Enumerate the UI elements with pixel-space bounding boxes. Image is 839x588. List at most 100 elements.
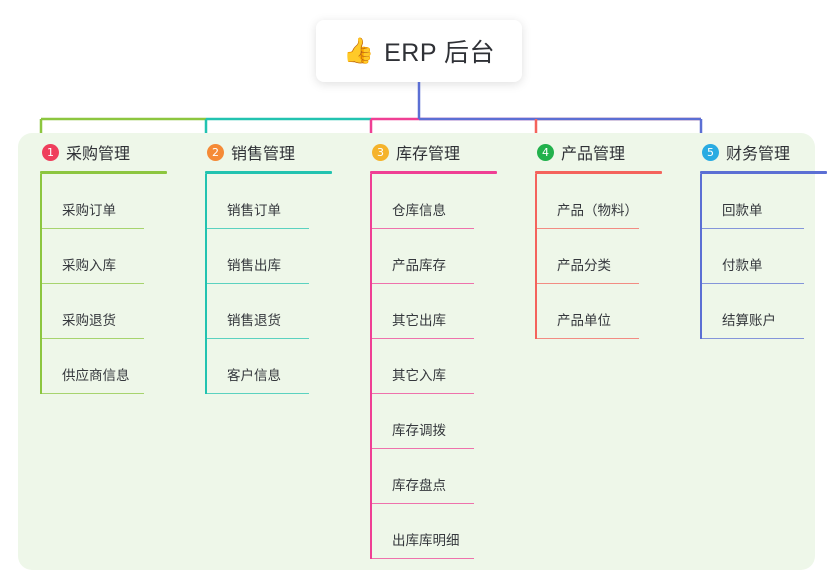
branch-item-label: 产品分类 (557, 258, 611, 273)
branch-item-label: 其它入库 (392, 368, 446, 383)
branch-item-label: 供应商信息 (62, 368, 130, 383)
branch-underline (370, 171, 497, 174)
branch-items: 销售订单销售出库销售退货客户信息 (205, 174, 366, 394)
branch-item[interactable]: 采购退货 (40, 284, 201, 339)
branch-title: 财务管理 (726, 146, 791, 163)
branch-item-label: 出库库明细 (392, 533, 460, 548)
branch-item-underline (370, 502, 474, 504)
branch-underline (535, 171, 662, 174)
root-node-title: ERP 后台 (384, 39, 496, 67)
branch-item-underline (700, 282, 804, 284)
branch-item-underline (535, 337, 639, 339)
branch-number-badge: 1 (42, 143, 59, 161)
thumbs-up-icon: 👍 (342, 36, 375, 65)
branch-item-label: 其它出库 (392, 313, 446, 328)
branch-item[interactable]: 销售出库 (205, 229, 366, 284)
branch-item[interactable]: 客户信息 (205, 339, 366, 394)
branches-panel (18, 133, 815, 570)
branch-item[interactable]: 产品库存 (370, 229, 531, 284)
branch-header-4[interactable]: 4 产品管理 (531, 133, 696, 171)
branch-item-label: 销售出库 (227, 258, 281, 273)
branch-item-underline (205, 392, 309, 394)
branch-item-label: 付款单 (722, 258, 763, 273)
branch-item-underline (535, 227, 639, 229)
branch-item-label: 客户信息 (227, 368, 281, 383)
branch-item[interactable]: 回款单 (700, 174, 839, 229)
branch-item-label: 销售订单 (227, 203, 281, 218)
branch-item-underline (370, 337, 474, 339)
branch-item[interactable]: 销售退货 (205, 284, 366, 339)
branch-number-badge: 2 (207, 143, 224, 161)
branch-items: 仓库信息产品库存其它出库其它入库库存调拨库存盘点出库库明细 (370, 174, 531, 559)
branch-item-underline (370, 282, 474, 284)
branch-item-label: 仓库信息 (392, 203, 446, 218)
branch-item-underline (40, 392, 144, 394)
branch-item-underline (700, 227, 804, 229)
branch-item[interactable]: 付款单 (700, 229, 839, 284)
branch-item[interactable]: 结算账户 (700, 284, 839, 339)
branch-item-label: 采购退货 (62, 313, 116, 328)
branch-column-1: 1 采购管理采购订单采购入库采购退货供应商信息 (36, 133, 201, 394)
branch-item-underline (700, 337, 804, 339)
branch-underline (40, 171, 167, 174)
branch-item[interactable]: 供应商信息 (40, 339, 201, 394)
branch-stem (205, 174, 207, 394)
branch-item[interactable]: 产品（物料） (535, 174, 696, 229)
branch-item-underline (370, 447, 474, 449)
branch-column-4: 4 产品管理产品（物料） 产品分类产品单位 (531, 133, 696, 339)
branch-item-label: 产品库存 (392, 258, 446, 273)
branch-item[interactable]: 销售订单 (205, 174, 366, 229)
branch-item-underline (535, 282, 639, 284)
branch-item[interactable]: 其它入库 (370, 339, 531, 394)
branch-item[interactable]: 库存盘点 (370, 449, 531, 504)
branch-item-underline (205, 282, 309, 284)
branch-item-underline (40, 282, 144, 284)
branch-item-underline (40, 337, 144, 339)
branch-number-badge: 5 (702, 143, 719, 161)
branch-item-underline (370, 227, 474, 229)
branch-columns: 1 采购管理采购订单采购入库采购退货供应商信息 2 销售管理销售订单销售出库销售退货客… (18, 133, 827, 570)
branch-item[interactable]: 库存调拨 (370, 394, 531, 449)
branch-item-underline (40, 227, 144, 229)
branch-item-underline (205, 227, 309, 229)
branch-item[interactable]: 产品分类 (535, 229, 696, 284)
branch-number-badge: 3 (372, 143, 389, 161)
branch-stem (700, 174, 702, 339)
branch-item-label: 结算账户 (722, 313, 776, 328)
branch-item-label: 产品单位 (557, 313, 611, 328)
branch-column-3: 3 库存管理仓库信息产品库存其它出库其它入库库存调拨库存盘点出库库明细 (366, 133, 531, 559)
branch-item[interactable]: 产品单位 (535, 284, 696, 339)
branch-number-badge: 4 (537, 143, 554, 161)
branch-item-label: 产品（物料） (557, 203, 638, 218)
branch-item[interactable]: 采购入库 (40, 229, 201, 284)
branch-item[interactable]: 其它出库 (370, 284, 531, 339)
branch-column-2: 2 销售管理销售订单销售出库销售退货客户信息 (201, 133, 366, 394)
branch-items: 产品（物料） 产品分类产品单位 (535, 174, 696, 339)
branch-title: 采购管理 (66, 146, 131, 163)
branch-items: 回款单付款单结算账户 (700, 174, 839, 339)
branch-title: 销售管理 (231, 146, 296, 163)
branch-item-underline (370, 557, 474, 559)
branch-item-label: 库存盘点 (392, 478, 446, 493)
branch-underline (205, 171, 332, 174)
branch-item[interactable]: 仓库信息 (370, 174, 531, 229)
branch-header-5[interactable]: 5 财务管理 (696, 133, 839, 171)
branch-title: 库存管理 (396, 146, 461, 163)
root-node-card[interactable]: 👍 ERP 后台 (316, 20, 522, 82)
branch-item-underline (205, 337, 309, 339)
branch-title: 产品管理 (561, 146, 626, 163)
branch-item-label: 库存调拨 (392, 423, 446, 438)
branch-item-label: 销售退货 (227, 313, 281, 328)
branch-item[interactable]: 采购订单 (40, 174, 201, 229)
branch-header-1[interactable]: 1 采购管理 (36, 133, 201, 171)
branch-header-3[interactable]: 3 库存管理 (366, 133, 531, 171)
branch-column-5: 5 财务管理回款单付款单结算账户 (696, 133, 839, 339)
branch-item-label: 采购入库 (62, 258, 116, 273)
branch-header-2[interactable]: 2 销售管理 (201, 133, 366, 171)
branch-underline (700, 171, 827, 174)
branch-item-label: 采购订单 (62, 203, 116, 218)
branch-item[interactable]: 出库库明细 (370, 504, 531, 559)
branch-stem (40, 174, 42, 394)
branch-stem (535, 174, 537, 339)
branch-stem (370, 174, 372, 559)
